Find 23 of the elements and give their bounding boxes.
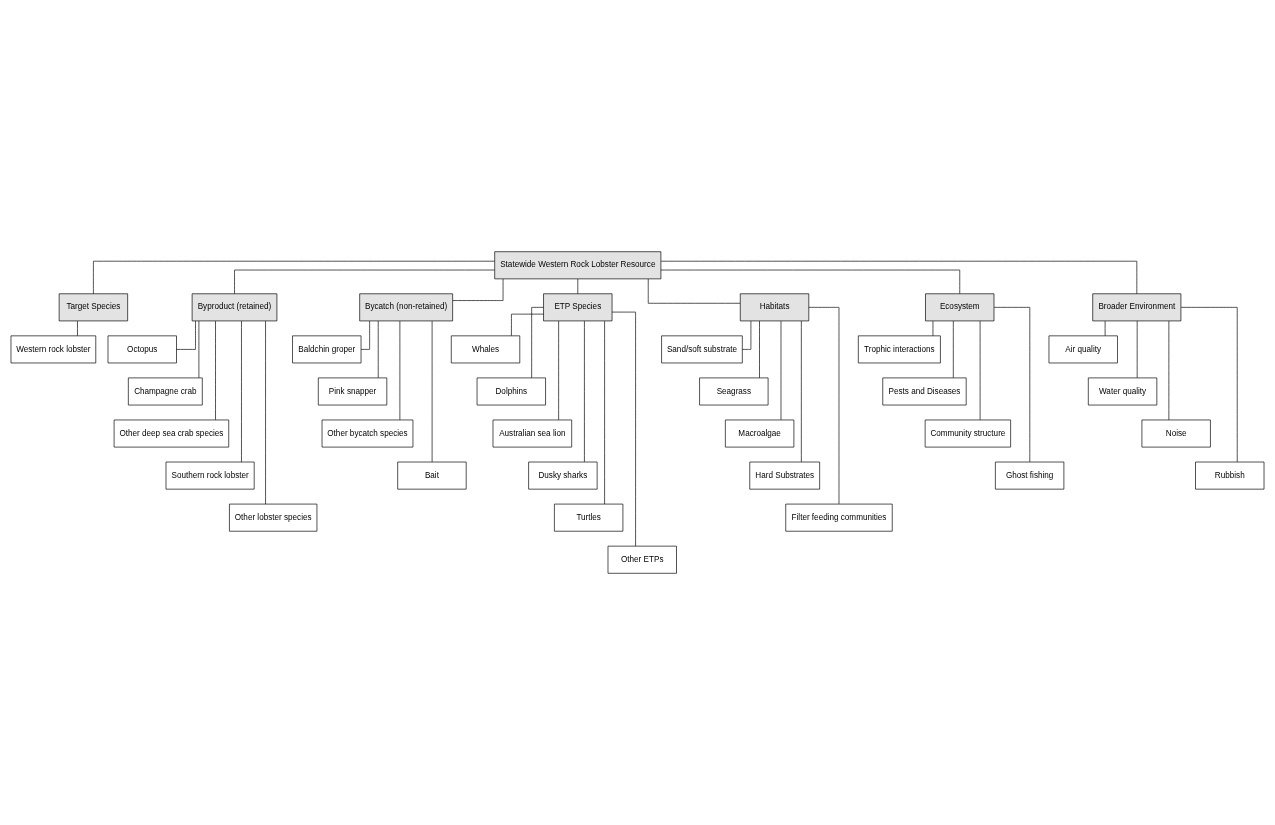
- connector: [993, 307, 1031, 463]
- connector: [660, 269, 961, 294]
- connector: [808, 307, 840, 505]
- connector: [531, 307, 544, 379]
- connector: [577, 278, 579, 295]
- connector: [759, 320, 760, 379]
- connector: [452, 278, 504, 301]
- connector: [511, 313, 544, 336]
- connector: [176, 320, 196, 350]
- connector: [215, 320, 216, 421]
- connector: [952, 320, 954, 379]
- connector: [611, 311, 636, 547]
- connector: [558, 320, 559, 421]
- connector: [604, 320, 605, 505]
- connector: [77, 320, 78, 337]
- connector: [660, 260, 1138, 295]
- connector: [234, 269, 495, 294]
- connector: [360, 320, 370, 350]
- connector: [265, 320, 266, 505]
- connector: [584, 320, 585, 463]
- connector: [742, 320, 752, 350]
- connector: [241, 320, 242, 463]
- connector: [93, 260, 495, 295]
